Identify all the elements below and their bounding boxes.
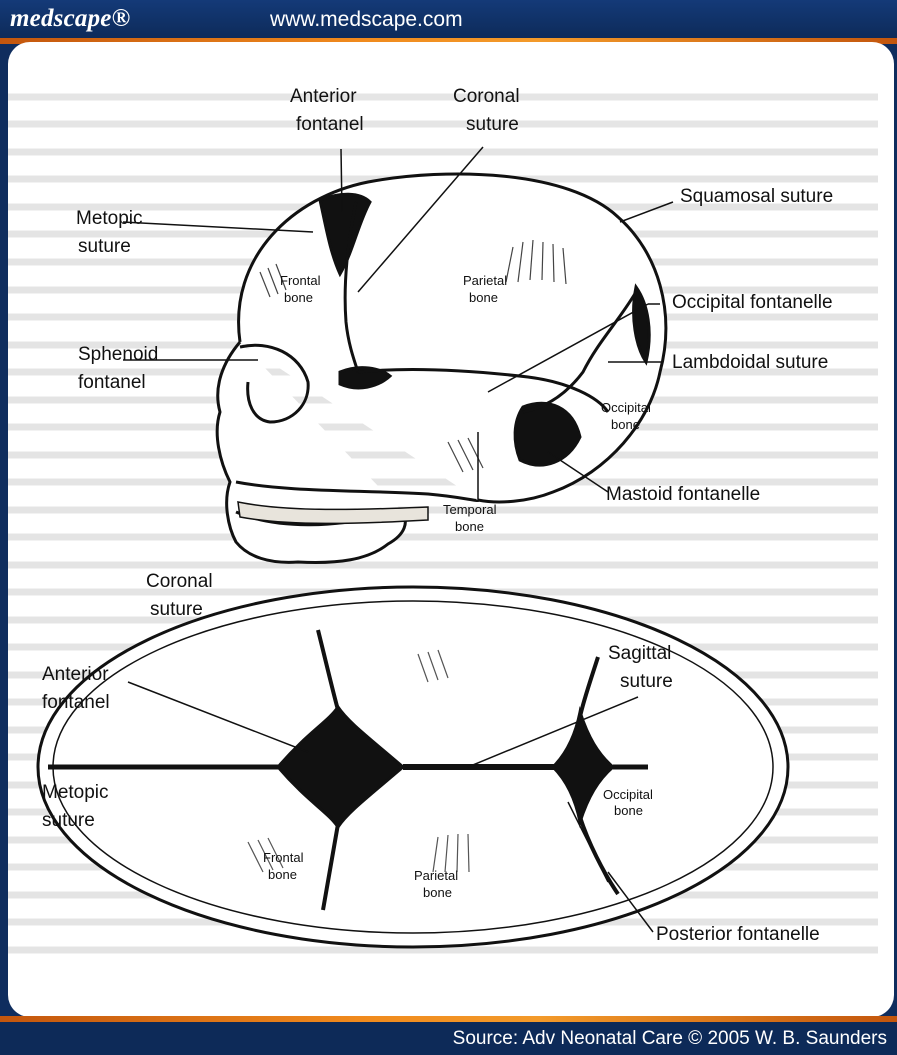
label-frontal-bone-lateral: Frontal (280, 273, 321, 288)
label-frontal-bone-lateral-2: bone (284, 290, 313, 305)
figure-panel: Anterior fontanel Coronal suture Squamos… (8, 42, 894, 1017)
label-coronal-suture-lateral: Coronal (453, 86, 520, 107)
label-occipital-fontanelle-lateral: Occipital fontanelle (672, 292, 833, 313)
footer-bar: Source: Adv Neonatal Care © 2005 W. B. S… (0, 1022, 897, 1055)
medscape-logo[interactable]: medscape® (10, 5, 130, 33)
label-sphenoid-fontanel-2: fontanel (78, 372, 146, 393)
label-occipital-bone-top-2: bone (614, 803, 643, 818)
label-occipital-bone-lateral-2: bone (611, 417, 640, 432)
label-coronal-suture-top: Coronal (146, 571, 213, 592)
label-metopic-suture-lateral-2: suture (78, 236, 131, 257)
site-url[interactable]: www.medscape.com (270, 8, 463, 32)
label-temporal-bone-2: bone (455, 519, 484, 534)
label-occipital-bone-lateral: Occipital (601, 400, 651, 415)
label-coronal-suture-lateral-2: suture (466, 114, 519, 135)
label-sagittal-suture-top: Sagittal (608, 643, 671, 664)
top-skull-drawing (38, 587, 788, 947)
header-bar: medscape® www.medscape.com (0, 0, 897, 40)
label-anterior-fontanel-top: Anterior (42, 664, 109, 685)
label-parietal-bone-top: Parietal (414, 868, 458, 883)
label-squamosal-suture: Squamosal suture (680, 186, 833, 207)
source-credit: Source: Adv Neonatal Care © 2005 W. B. S… (453, 1028, 887, 1050)
label-anterior-fontanel-lateral: Anterior (290, 86, 357, 107)
label-sphenoid-fontanel: Sphenoid (78, 344, 158, 365)
label-metopic-suture-top-2: suture (42, 810, 95, 831)
label-posterior-fontanelle: Posterior fontanelle (656, 924, 820, 945)
lateral-skull-drawing (217, 174, 666, 563)
label-metopic-suture-lateral: Metopic (76, 208, 143, 229)
label-sagittal-suture-top-2: suture (620, 671, 673, 692)
label-frontal-bone-top-2: bone (268, 867, 297, 882)
label-occipital-bone-top: Occipital (603, 787, 653, 802)
label-parietal-bone-lateral: Parietal (463, 273, 507, 288)
skull-diagram: Anterior fontanel Coronal suture Squamos… (8, 42, 894, 1017)
label-anterior-fontanel-lateral-2: fontanel (296, 114, 364, 135)
label-metopic-suture-top: Metopic (42, 782, 109, 803)
label-parietal-bone-top-2: bone (423, 885, 452, 900)
label-lambdoidal-suture: Lambdoidal suture (672, 352, 828, 373)
label-temporal-bone: Temporal (443, 502, 497, 517)
label-anterior-fontanel-top-2: fontanel (42, 692, 110, 713)
label-mastoid-fontanelle: Mastoid fontanelle (606, 484, 760, 505)
label-coronal-suture-top-2: suture (150, 599, 203, 620)
label-parietal-bone-lateral-2: bone (469, 290, 498, 305)
label-frontal-bone-top: Frontal (263, 850, 304, 865)
